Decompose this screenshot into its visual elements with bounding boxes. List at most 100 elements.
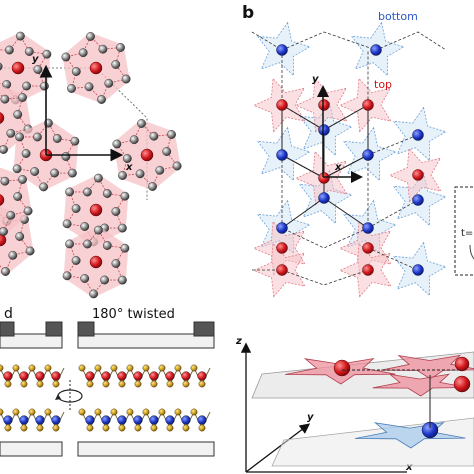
gold-atom [142,408,150,416]
top-red-atom [454,356,470,372]
grey-atom [167,130,176,139]
top-red-atom [453,375,471,393]
gold-atom [44,364,52,372]
grey-atom [84,82,94,92]
blue-atom [412,264,424,276]
grey-atom [111,60,121,69]
red-center-atom [89,203,103,217]
grey-atom [12,164,22,174]
red-atom [276,99,288,111]
blue-atom [412,194,424,206]
grey-atom [112,139,122,149]
gold-atom [126,364,134,372]
gold-atom [52,380,60,388]
grey-atom [148,182,157,191]
grey-atom [97,95,106,104]
panel-c-left-label: d [4,306,13,322]
gold-atom [86,380,94,388]
red-layer-atom [197,371,207,381]
grey-atom [155,165,165,175]
grey-atom [61,152,71,161]
gold-atom [12,364,20,372]
gold-atom [166,424,174,432]
bottom-plane [271,417,474,467]
grey-atom [120,243,130,253]
grey-atom [98,44,108,54]
red-layer-atom [35,371,45,381]
grey-atom [40,81,49,91]
honeycomb-bond [281,155,369,249]
gold-atom [44,408,52,416]
red-layer-atom [165,371,175,381]
grey-atom [18,93,27,102]
red-center-atom [11,61,25,75]
blue-atom [412,129,424,141]
grey-atom [0,94,10,104]
blue-layer-atom [133,415,143,425]
grey-atom [172,161,182,171]
red-center-atom [0,233,7,247]
grey-atom [15,232,25,241]
grey-atom [21,149,31,158]
gold-atom [94,364,102,372]
grey-atom [1,267,10,276]
grey-atom [13,110,23,119]
red-layer-atom [149,371,159,381]
gold-atom [110,364,118,372]
gold-atom [20,424,28,432]
gold-atom [36,380,44,388]
red-center-atom [0,112,5,124]
left-top-block [0,321,15,337]
gold-atom [174,364,182,372]
grey-atom [104,78,114,88]
grey-atom [102,189,112,198]
gold-atom [102,380,110,388]
red-center-atom [140,148,154,162]
grey-atom [86,32,95,41]
blue-layer-atom [117,415,127,425]
red-layer-atom [133,371,143,381]
gold-atom [52,424,60,432]
red-layer-atom [19,371,29,381]
grey-atom [116,43,125,52]
right-top-plate [77,333,215,349]
grey-atom [100,275,110,285]
blue-layer-atom [165,415,175,425]
grey-atom [121,74,131,84]
grey-atom [71,204,81,213]
grey-atom [6,210,16,220]
gold-atom [78,408,86,416]
grey-atom [30,167,40,176]
grey-atom [129,135,139,145]
grey-atom [42,49,52,59]
grey-atom [61,52,71,62]
red-atom [362,242,374,254]
gold-atom [198,424,206,432]
left-top-plate [0,333,63,349]
grey-atom [118,223,127,233]
panel-c: d 180° twisted [0,306,215,457]
right-top-block-left [77,321,95,337]
red-atom [276,264,288,276]
inset-box [454,186,474,276]
blue-layer-atom [3,415,13,425]
grey-atom [6,128,16,138]
honeycomb-bond [251,31,447,51]
grey-atom [62,219,72,229]
gold-atom [78,364,86,372]
blue-atom [276,222,288,234]
grey-atom [8,250,18,260]
gold-atom [142,364,150,372]
gold-atom [28,408,36,416]
right-top-block-right [193,321,215,337]
grey-atom [71,256,81,265]
blue-layer-atom [51,415,61,425]
gold-atom [36,424,44,432]
red-layer-atom [85,371,95,381]
gold-atom [28,364,36,372]
gold-atom [110,408,118,416]
gold-atom [158,364,166,372]
grey-atom [18,175,27,184]
gold-atom [198,380,206,388]
gold-atom [158,408,166,416]
